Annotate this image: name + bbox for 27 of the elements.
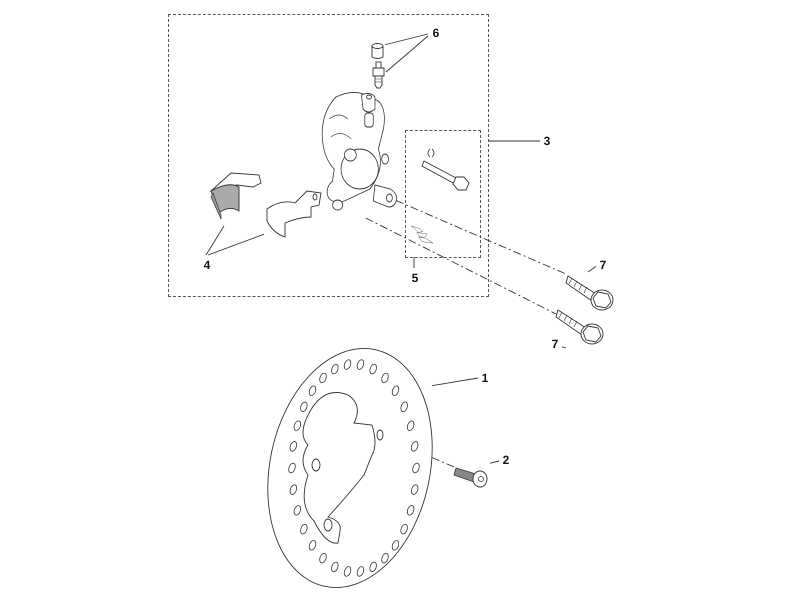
- callout-number: 6: [429, 24, 443, 42]
- centerline: [396, 200, 566, 274]
- leader-line: [384, 34, 428, 46]
- disc-drawing: [268, 345, 432, 591]
- leader-line: [490, 460, 500, 464]
- leader-line: [432, 378, 478, 386]
- spring-drawing: [410, 224, 434, 244]
- bleeder-drawing: [370, 61, 387, 89]
- dashed-group-frame: [168, 14, 489, 297]
- callout-number: 3: [540, 132, 554, 150]
- leader-line: [386, 36, 428, 72]
- callout-number: 7: [596, 256, 610, 274]
- centerline: [365, 218, 556, 314]
- callout-number: 4: [200, 256, 214, 274]
- pin-drawing: [422, 147, 472, 193]
- callout-number: 1: [478, 369, 492, 387]
- cap-drawing: [369, 41, 386, 61]
- centerline: [432, 457, 454, 468]
- leader-line: [562, 346, 566, 348]
- callout-number: 2: [499, 451, 513, 469]
- callout-number: 5: [408, 269, 422, 287]
- dashed-group-frame: [405, 130, 481, 258]
- leader-line: [488, 140, 540, 142]
- leader-line: [588, 266, 596, 272]
- callout-number: 7: [548, 335, 562, 353]
- leader-line: [208, 234, 264, 256]
- leader-line: [206, 226, 224, 256]
